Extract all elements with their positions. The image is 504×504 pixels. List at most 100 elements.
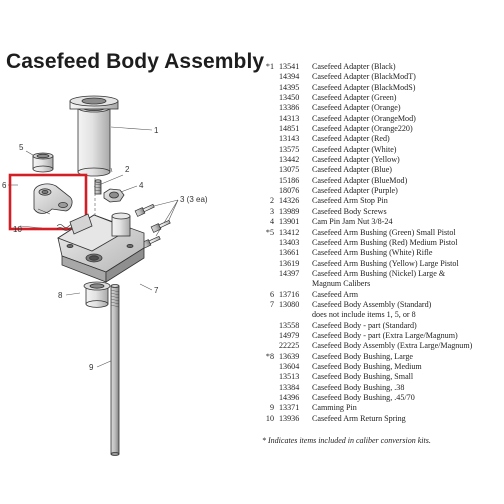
part-ref: [258, 279, 279, 289]
callout-5: 5: [19, 143, 24, 152]
callout-3: 3 (3 ea): [180, 195, 208, 204]
part-description: Casefeed Adapter (White): [312, 144, 397, 154]
parts-list-row: 13384 Casefeed Body Bushing, .38: [258, 383, 502, 393]
part-description: Casefeed Adapter (Blue): [312, 165, 393, 175]
part-description: Magnum Calibers: [312, 279, 371, 289]
part-number: 14396: [279, 393, 300, 402]
part-ref: [258, 321, 279, 331]
part-description: Casefeed Arm Bushing (White) Rifle: [312, 248, 433, 258]
part-ref: [258, 114, 279, 124]
casefeed-arm-stop-pin: [94, 179, 102, 195]
part-description: Casefeed Adapter (Yellow): [312, 155, 400, 165]
part-ref: [258, 269, 279, 279]
parts-list-row: 13442 Casefeed Adapter (Yellow): [258, 155, 502, 165]
part-number: 13716: [279, 289, 300, 299]
part-number: 13639: [279, 351, 300, 361]
part-description: Camming Pin: [312, 403, 357, 413]
casefeed-adapter: [69, 95, 119, 177]
part-number: 13619: [279, 258, 300, 268]
part-description: Casefeed Adapter (Red): [312, 134, 390, 144]
part-number: 13080: [279, 299, 300, 309]
part-ref: [258, 331, 279, 341]
part-ref: [258, 238, 279, 248]
callout-6: 6: [2, 181, 7, 190]
part-description: Casefeed Body Bushing, .38: [312, 382, 405, 392]
part-ref: [258, 72, 279, 82]
part-description: Casefeed Arm Bushing (Green) Small Pisto…: [312, 227, 456, 237]
part-description: Casefeed Adapter (BlackModS): [312, 82, 416, 92]
part-number: 13541: [279, 62, 300, 71]
part-number: 15186: [279, 175, 300, 185]
part-ref: [258, 155, 279, 165]
parts-list-row: does not include items 1, 5, or 8: [258, 310, 502, 320]
callout-2: 2: [125, 165, 130, 174]
part-ref: [258, 248, 279, 258]
callout-9: 9: [89, 363, 94, 372]
part-description: Casefeed Body Bushing, Large: [312, 351, 414, 361]
parts-list-row: Magnum Calibers: [258, 279, 502, 289]
part-number: 13989: [279, 206, 300, 216]
part-ref: 4: [269, 217, 274, 227]
part-ref: [258, 186, 279, 196]
casefeed-body: [57, 212, 145, 283]
highlight-box: [8, 173, 88, 231]
parts-list-row: 14394 Casefeed Adapter (BlackModT): [258, 72, 502, 82]
parts-list-row: *8 13639 Casefeed Body Bushing, Large: [258, 352, 502, 362]
parts-list-row: 9 13371 Camming Pin: [258, 403, 502, 413]
part-description: Casefeed Body - part (Standard): [312, 320, 417, 330]
part-number: 13901: [279, 217, 300, 227]
part-number: 13661: [279, 248, 300, 258]
part-number: 14326: [279, 196, 300, 206]
part-number: 14313: [279, 113, 300, 123]
part-number: 13558: [279, 320, 300, 330]
part-description: Casefeed Body Screws: [312, 206, 387, 216]
part-number: 13575: [279, 144, 300, 154]
callout-1: 1: [154, 126, 159, 135]
part-ref: [258, 103, 279, 113]
part-number: [279, 279, 312, 289]
part-number: 13442: [279, 155, 300, 165]
part-number: 13371: [279, 403, 300, 413]
casefeed-arm: [33, 183, 73, 215]
callout-7: 7: [154, 286, 159, 295]
part-description: Casefeed Arm Bushing (Nickel) Large &: [312, 268, 446, 278]
parts-list-row: 13558 Casefeed Body - part (Standard): [258, 321, 502, 331]
part-description: Casefeed Adapter (Orange): [312, 103, 401, 113]
part-number: 22225: [279, 341, 300, 351]
part-description: Casefeed Body Assembly (Standard): [312, 299, 432, 309]
part-ref: [258, 341, 279, 351]
part-number: 13384: [279, 382, 300, 392]
camming-pin: [110, 284, 120, 456]
part-description: Casefeed Adapter (BlackModT): [312, 72, 416, 82]
part-ref: 9: [269, 403, 274, 413]
part-number: [279, 310, 312, 320]
part-ref: *8: [265, 351, 274, 361]
part-ref: [258, 93, 279, 103]
part-ref: *5: [265, 227, 274, 237]
part-number: 14394: [279, 72, 300, 82]
